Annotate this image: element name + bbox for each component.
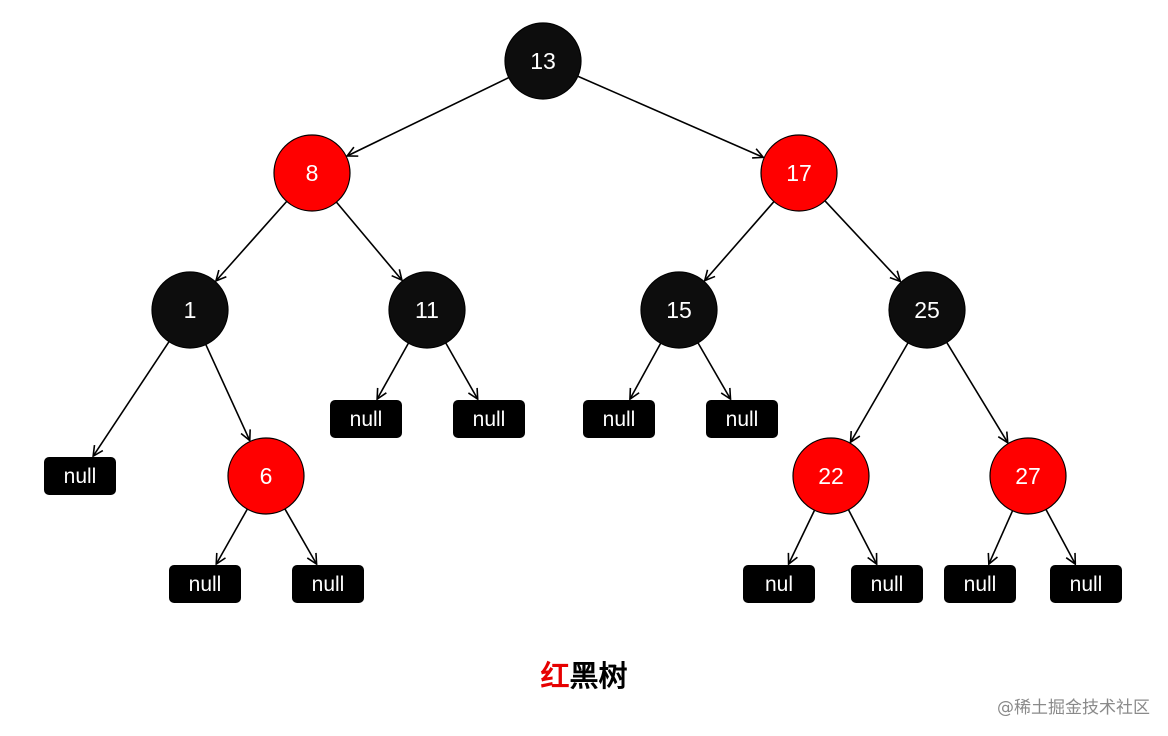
null-leaf: null xyxy=(292,565,364,603)
null-label: null xyxy=(350,408,383,431)
edge-n8-n1 xyxy=(216,200,288,280)
edge-n1-n6 xyxy=(205,344,250,441)
node-circle xyxy=(504,22,582,100)
edge-n25-n27 xyxy=(946,342,1008,442)
node-value: 15 xyxy=(666,297,692,323)
watermark: @稀土掘金技术社区 xyxy=(997,698,1150,718)
node-value: 27 xyxy=(1015,463,1041,489)
node-circle xyxy=(792,437,870,515)
node-value: 17 xyxy=(786,160,812,186)
tree-node-25: 25 xyxy=(888,271,966,349)
node-value: 8 xyxy=(306,160,319,186)
null-label: null xyxy=(473,408,506,431)
edge-n22-null-22-left xyxy=(789,509,816,564)
null-label: null xyxy=(189,573,222,596)
null-leaf: nul xyxy=(743,565,815,603)
edge-n17-n15 xyxy=(705,201,775,281)
tree-node-13: 13 xyxy=(504,22,582,100)
node-value: 1 xyxy=(184,297,197,323)
null-box xyxy=(453,400,525,438)
null-leaf: null xyxy=(944,565,1016,603)
null-box xyxy=(706,400,778,438)
tree-node-15: 15 xyxy=(640,271,718,349)
tree-node-22: 22 xyxy=(792,437,870,515)
null-label: null xyxy=(603,408,636,431)
edge-n17-n25 xyxy=(824,200,900,282)
diagram-caption: 红黑树 xyxy=(0,656,1168,696)
null-leaf: null xyxy=(706,400,778,438)
null-box xyxy=(292,565,364,603)
node-value: 22 xyxy=(818,463,844,489)
null-leaf: null xyxy=(453,400,525,438)
tree-node-1: 1 xyxy=(151,271,229,349)
tree-node-17: 17 xyxy=(760,134,838,212)
edge-n6-null-6-right xyxy=(284,508,317,564)
null-label: null xyxy=(312,573,345,596)
edge-n8-n11 xyxy=(335,201,401,280)
null-label: null xyxy=(1070,573,1103,596)
null-box xyxy=(1050,565,1122,603)
edge-n13-n17 xyxy=(577,75,763,157)
node-circle xyxy=(888,271,966,349)
edge-n25-n22 xyxy=(851,342,909,442)
null-box xyxy=(944,565,1016,603)
tree-node-8: 8 xyxy=(273,134,351,212)
null-box xyxy=(169,565,241,603)
edge-n13-n8 xyxy=(347,76,510,156)
null-label: null xyxy=(964,573,997,596)
null-box xyxy=(743,565,815,603)
caption-rest: 黑树 xyxy=(569,659,628,693)
edge-n11-null-11-right xyxy=(445,342,478,399)
node-circle xyxy=(989,437,1067,515)
null-label: null xyxy=(871,573,904,596)
null-box xyxy=(583,400,655,438)
edge-n27-null-27-left xyxy=(989,510,1014,564)
null-leaf: null xyxy=(169,565,241,603)
node-value: 13 xyxy=(530,48,556,74)
node-circle xyxy=(760,134,838,212)
node-value: 11 xyxy=(415,297,439,323)
edge-n22-null-22-right xyxy=(847,509,876,564)
null-label: nul xyxy=(765,573,793,596)
node-circle xyxy=(640,271,718,349)
null-box xyxy=(44,457,116,495)
node-circle xyxy=(227,437,305,515)
edge-n15-null-15-left xyxy=(630,342,662,399)
null-leaf: null xyxy=(851,565,923,603)
tree-node-11: 11 xyxy=(388,271,466,349)
null-label: null xyxy=(726,408,759,431)
node-value: 6 xyxy=(260,463,273,489)
null-box xyxy=(330,400,402,438)
node-circle xyxy=(388,271,466,349)
edge-n6-null-6-left xyxy=(216,508,249,564)
edges-layer xyxy=(93,75,1075,564)
edge-n11-null-11-left xyxy=(377,342,410,399)
null-leaf: null xyxy=(44,457,116,495)
null-leaf: null xyxy=(330,400,402,438)
edge-n15-null-15-right xyxy=(697,342,731,399)
node-value: 25 xyxy=(914,297,940,323)
null-leaf: null xyxy=(583,400,655,438)
null-label: null xyxy=(64,465,97,488)
tree-node-6: 6 xyxy=(227,437,305,515)
null-box xyxy=(851,565,923,603)
tree-node-27: 27 xyxy=(989,437,1067,515)
null-leaf: null xyxy=(1050,565,1122,603)
edge-n27-null-27-right xyxy=(1045,509,1075,564)
edge-n1-null-1-left xyxy=(93,341,170,456)
node-circle xyxy=(273,134,351,212)
node-circle xyxy=(151,271,229,349)
caption-red-part: 红 xyxy=(540,659,570,693)
